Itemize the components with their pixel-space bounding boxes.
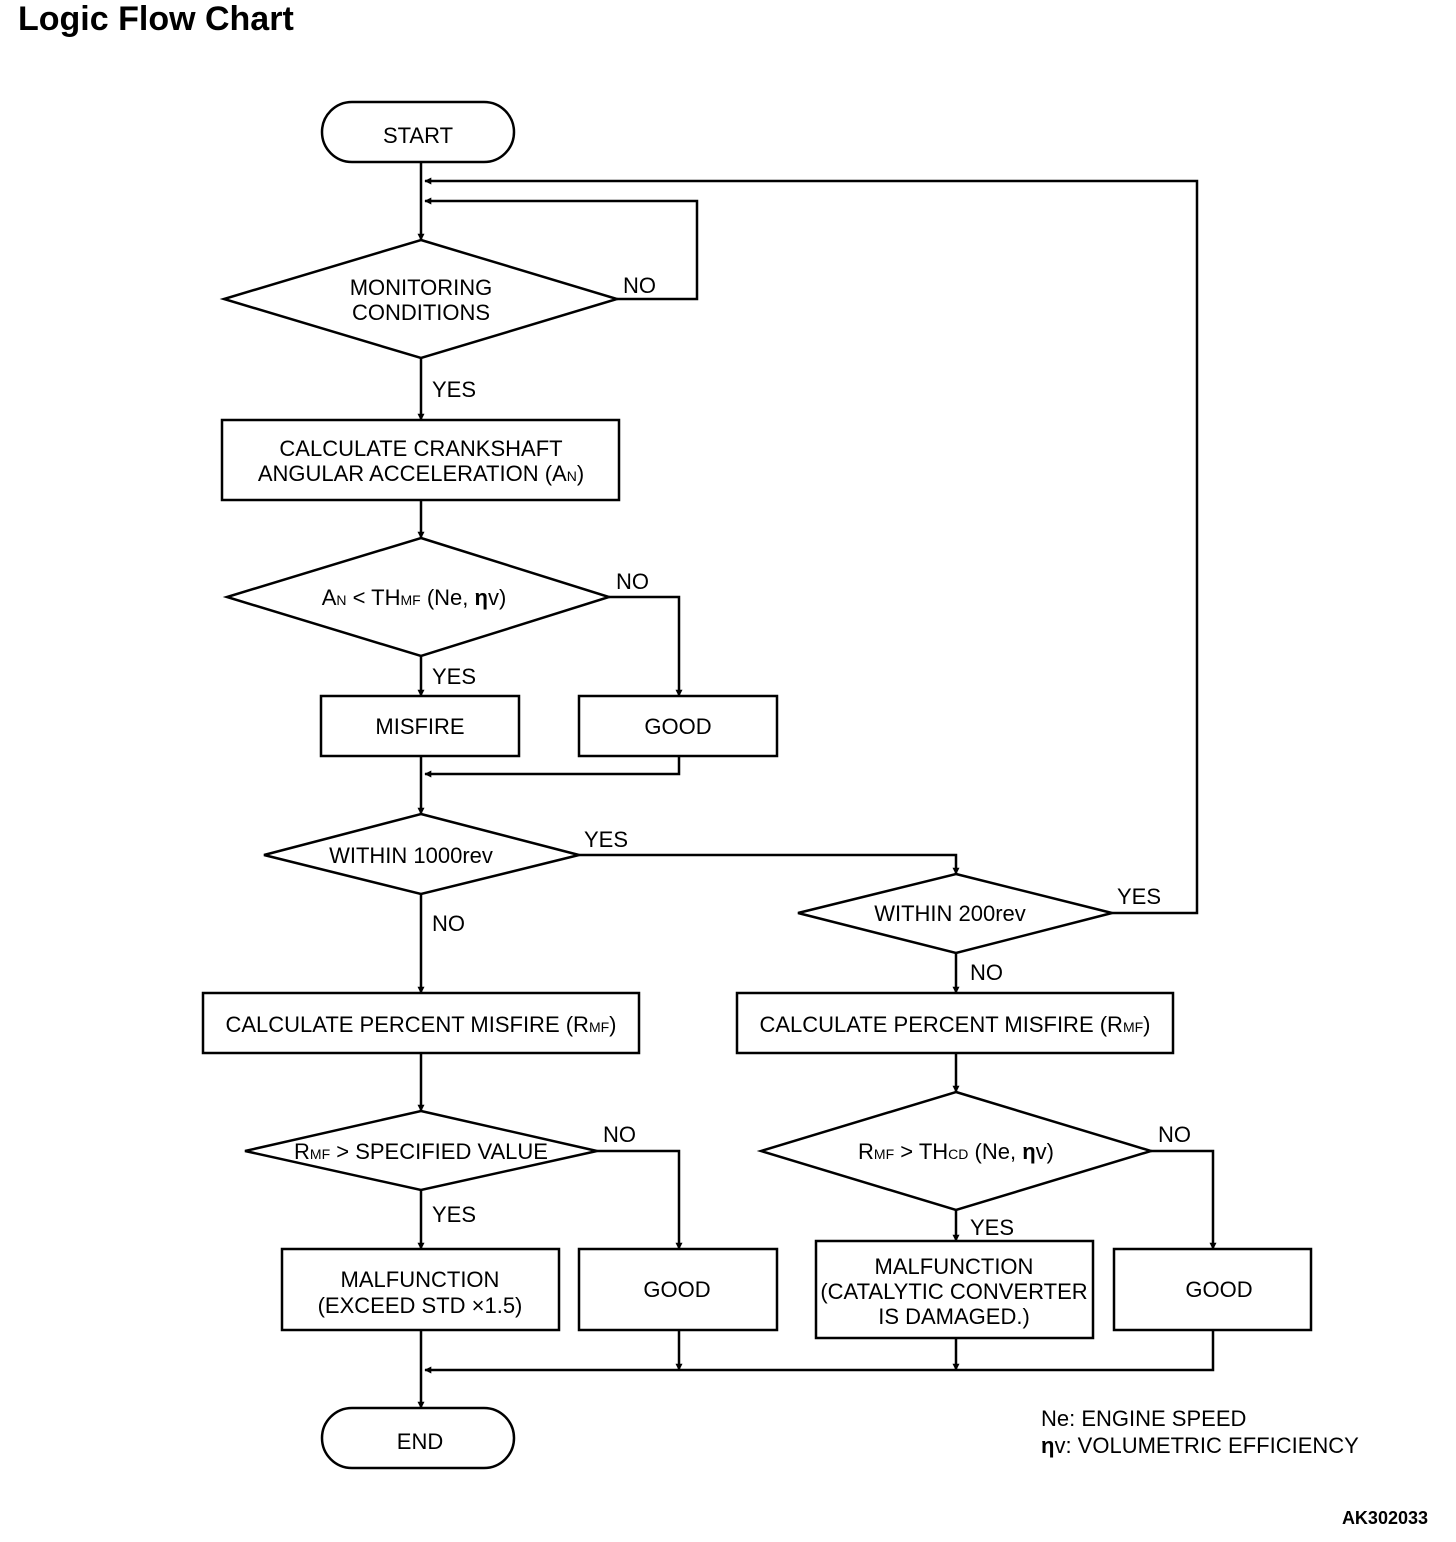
legend-engine-speed: Ne: ENGINE SPEED (1041, 1406, 1246, 1431)
node-malfunction-std: MALFUNCTION (EXCEED STD ×1.5) (280, 1247, 561, 1332)
node-calc-percent-left: CALCULATE PERCENT MISFIRE (RMF) (201, 991, 641, 1055)
node-good-3: GOOD (1112, 1247, 1313, 1332)
label-no-monitoring: NO (623, 273, 656, 298)
edge-monitoring-no-loop (424, 197, 699, 301)
node-start-label: START (383, 123, 453, 148)
node-calc-crankshaft-line2: ANGULAR ACCELERATION (AN) (258, 461, 584, 486)
node-misfire-label: MISFIRE (375, 714, 464, 739)
node-cond-an: AN < THMF (Ne, ηv) (222, 536, 614, 658)
node-cond-thcd-label: RMF > THCD (Ne, ηv) (858, 1139, 1054, 1164)
node-within-200rev: WITHIN 200rev (797, 872, 1113, 955)
node-within-1000rev-label: WITHIN 1000rev (329, 843, 493, 868)
legend-volumetric-efficiency: ηv: VOLUMETRIC EFFICIENCY (1041, 1433, 1359, 1458)
edge-cond-specified-no (597, 1149, 683, 1250)
label-yes-within200: YES (1117, 884, 1161, 909)
node-calc-percent-right-label: CALCULATE PERCENT MISFIRE (RMF) (759, 1012, 1150, 1037)
label-yes-within1000: YES (584, 827, 628, 852)
node-misfire: MISFIRE (319, 694, 521, 758)
node-malfunction-cat-line2: (CATALYTIC CONVERTER (820, 1279, 1087, 1304)
edge-merge-bottom (424, 1330, 1215, 1374)
node-cond-specified-label: RMF > SPECIFIED VALUE (294, 1139, 548, 1164)
edge-cond-thcd-no (1151, 1149, 1217, 1250)
label-no-cond-thcd: NO (1158, 1122, 1191, 1147)
edge-within200-yes-loop (424, 177, 1199, 915)
connectors (417, 162, 1217, 1409)
node-good-1-label: GOOD (644, 714, 711, 739)
label-no-cond-an: NO (616, 569, 649, 594)
node-malfunction-std-line2: (EXCEED STD ×1.5) (318, 1293, 523, 1318)
label-yes-monitoring: YES (432, 377, 476, 402)
edge-within1000-yes (579, 853, 960, 875)
node-good-2: GOOD (577, 1247, 779, 1332)
node-malfunction-std-line1: MALFUNCTION (341, 1267, 500, 1292)
node-cond-specified: RMF > SPECIFIED VALUE (244, 1109, 598, 1192)
label-no-within200: NO (970, 960, 1003, 985)
diagram-code: AK302033 (1341, 1508, 1428, 1528)
node-end: END (320, 1406, 516, 1470)
node-within-200rev-label: WITHIN 200rev (874, 901, 1026, 926)
label-yes-cond-an: YES (432, 664, 476, 689)
node-end-label: END (397, 1429, 443, 1454)
node-calc-crankshaft: CALCULATE CRANKSHAFT ANGULAR ACCELERATIO… (220, 418, 621, 502)
page-title: Logic Flow Chart (18, 0, 294, 38)
node-within-1000rev: WITHIN 1000rev (263, 812, 580, 896)
node-malfunction-cat: MALFUNCTION (CATALYTIC CONVERTER IS DAMA… (814, 1239, 1095, 1340)
node-calc-percent-left-label: CALCULATE PERCENT MISFIRE (RMF) (225, 1012, 616, 1037)
label-yes-cond-specified: YES (432, 1202, 476, 1227)
edge-cond-an-no (609, 595, 683, 697)
label-no-cond-specified: NO (603, 1122, 636, 1147)
node-calc-crankshaft-line1: CALCULATE CRANKSHAFT (279, 436, 562, 461)
node-malfunction-cat-line1: MALFUNCTION (875, 1254, 1034, 1279)
node-cond-an-label: AN < THMF (Ne, ηv) (322, 585, 507, 610)
node-start: START (320, 100, 516, 164)
node-good-1: GOOD (577, 694, 779, 758)
edge-labels: NO YES NO YES YES NO YES NO NO YES NO YE… (432, 273, 1191, 1240)
edge-good1-merge (424, 756, 681, 778)
legend: Ne: ENGINE SPEED ηv: VOLUMETRIC EFFICIEN… (1041, 1406, 1359, 1458)
node-cond-thcd: RMF > THCD (Ne, ηv) (756, 1090, 1156, 1212)
node-good-2-label: GOOD (643, 1277, 710, 1302)
label-no-within1000: NO (432, 911, 465, 936)
label-yes-cond-thcd: YES (970, 1215, 1014, 1240)
node-monitoring-line2: CONDITIONS (352, 300, 490, 325)
node-calc-percent-right: CALCULATE PERCENT MISFIRE (RMF) (735, 991, 1175, 1055)
node-monitoring-line1: MONITORING (350, 275, 493, 300)
node-monitoring-conditions: MONITORING CONDITIONS (219, 238, 622, 360)
node-good-3-label: GOOD (1185, 1277, 1252, 1302)
node-malfunction-cat-line3: IS DAMAGED.) (878, 1304, 1030, 1329)
